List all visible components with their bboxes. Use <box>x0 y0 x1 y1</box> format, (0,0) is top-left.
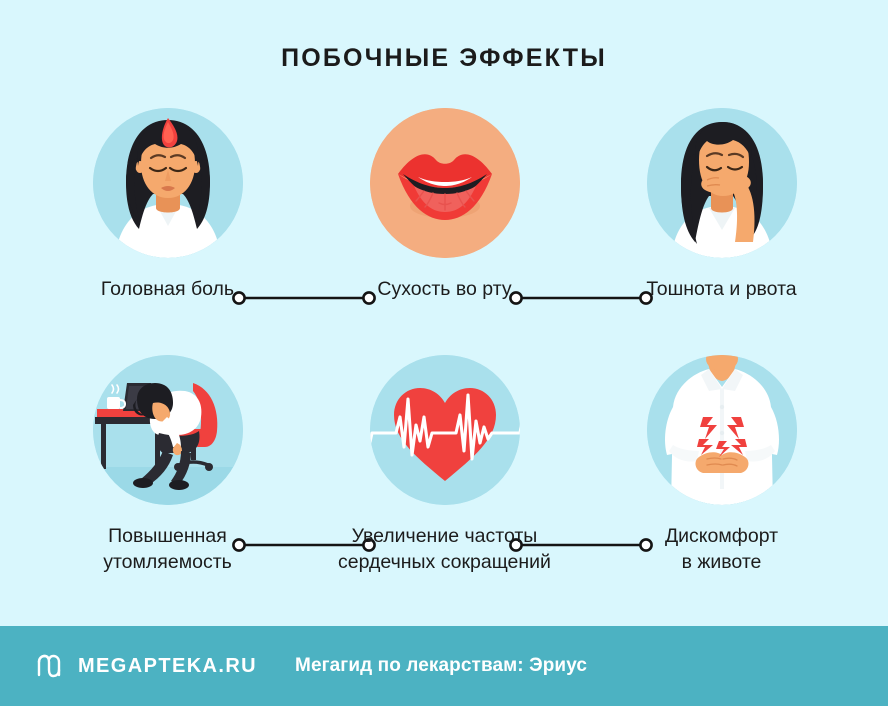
effect-item-tachycardia[interactable]: Увеличение частоты сердечных сокращений <box>306 355 583 602</box>
effect-label-dry-mouth: Сухость во рту <box>306 276 583 302</box>
page-title: ПОБОЧНЫЕ ЭФФЕКТЫ <box>281 44 607 72</box>
effect-label-line1: Дискомфорт <box>664 525 779 547</box>
effect-label-nausea: Тошнота и рвота <box>583 276 860 302</box>
effect-label-headache: Головная боль <box>29 276 306 302</box>
effect-label-line2: утомляемость <box>103 551 232 573</box>
effect-label-line2: в животе <box>681 551 762 573</box>
effects-row-1: Головная боль <box>0 108 888 355</box>
effect-illustration-fatigue <box>92 355 243 505</box>
effect-label-tachycardia: Увеличение частоты сердечных сокращений <box>306 523 583 575</box>
effect-illustration-dry-mouth <box>369 108 520 258</box>
effect-label-line2: сердечных сокращений <box>338 551 551 573</box>
effect-illustration-abdominal <box>646 355 797 505</box>
effect-label-line1: Тошнота и рвота <box>646 278 797 300</box>
footer-bar: MEGAPTEKA.RU Мегагид по лекарствам: Эриу… <box>0 626 888 706</box>
woman-headache-icon <box>92 108 243 258</box>
effect-label-line1: Увеличение частоты <box>351 525 538 547</box>
dry-mouth-icon <box>369 108 520 258</box>
effect-item-fatigue[interactable]: Повышенная утомляемость <box>29 355 306 602</box>
effect-illustration-headache <box>92 108 243 258</box>
tired-woman-desk-icon <box>92 355 243 505</box>
effect-item-nausea[interactable]: Тошнота и рвота <box>583 108 860 355</box>
effect-item-headache[interactable]: Головная боль <box>29 108 306 355</box>
footer-brand: MEGAPTEKA.RU <box>78 654 258 677</box>
effect-label-line1: Повышенная <box>108 525 227 547</box>
effect-label-fatigue: Повышенная утомляемость <box>29 523 306 575</box>
heart-ecg-icon <box>369 355 520 505</box>
effect-item-abdominal[interactable]: Дискомфорт в животе <box>583 355 860 602</box>
effect-label-line1: Головная боль <box>100 278 235 300</box>
stomach-pain-icon <box>646 355 797 505</box>
effects-row-2: Повышенная утомляемость Увел <box>0 355 888 602</box>
footer-note: Мегагид по лекарствам: Эриус <box>295 655 588 676</box>
woman-nausea-icon <box>646 108 797 258</box>
effect-label-line1: Сухость во рту <box>377 278 512 300</box>
effect-label-abdominal: Дискомфорт в животе <box>583 523 860 575</box>
effect-illustration-nausea <box>646 108 797 258</box>
megapteka-m-logo-icon[interactable] <box>34 651 64 681</box>
effect-illustration-tachycardia <box>369 355 520 505</box>
effect-item-dry-mouth[interactable]: Сухость во рту <box>306 108 583 355</box>
effects-grid: Головная боль <box>0 108 888 602</box>
